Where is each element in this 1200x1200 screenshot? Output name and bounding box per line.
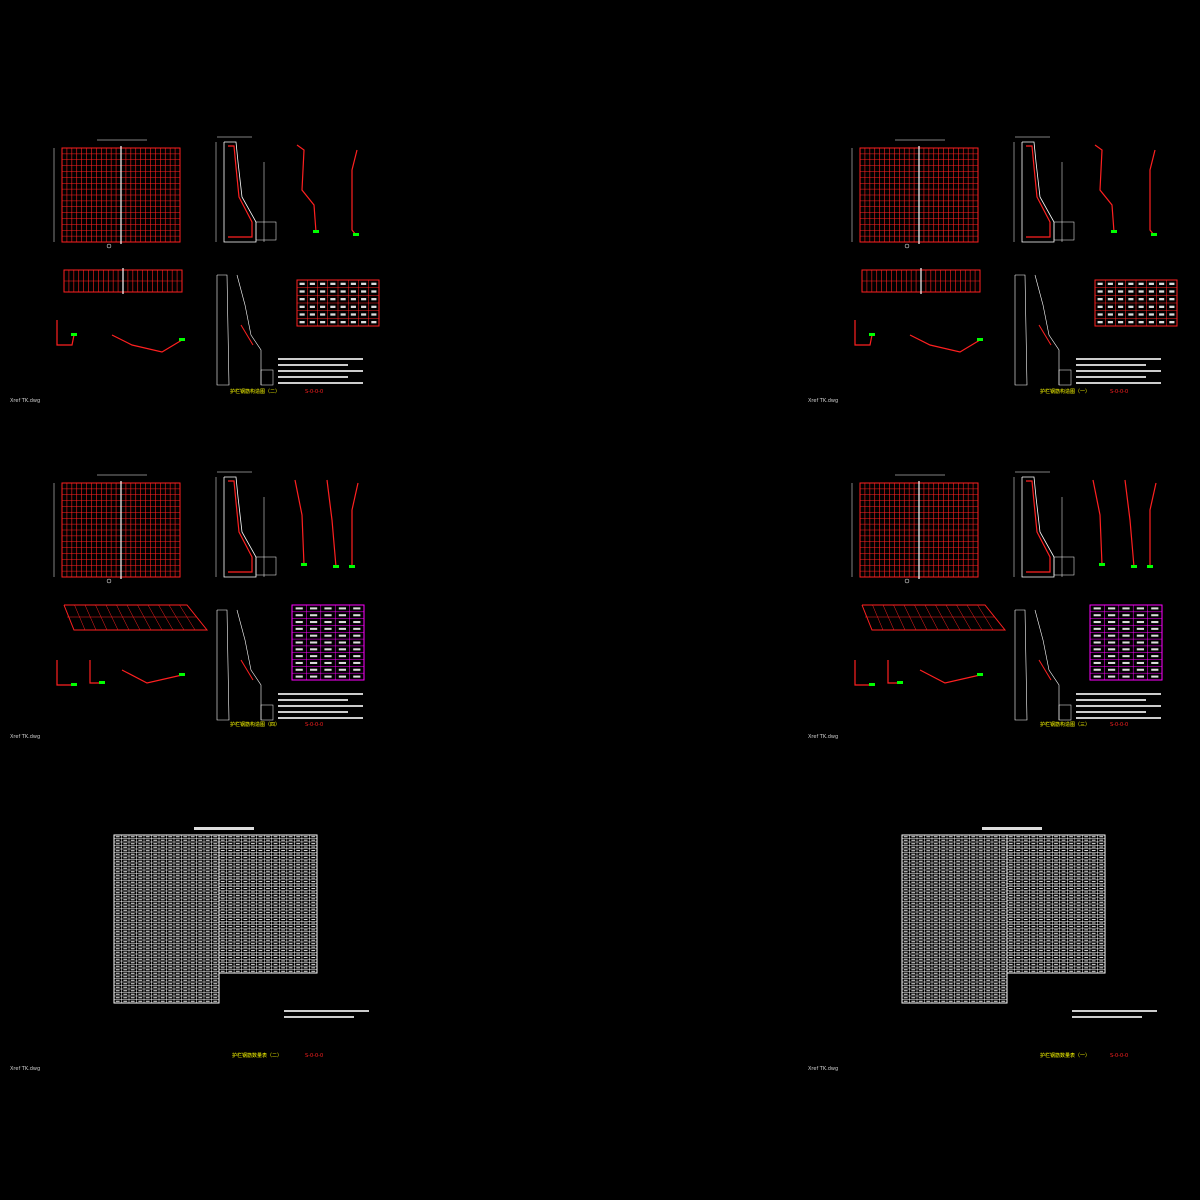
rebar-detail-n6: [919, 669, 981, 684]
sheet-3: [53, 471, 365, 721]
rebar-detail-n4: [111, 334, 183, 353]
sheet-1-drawing-no: S-0-0-0: [305, 389, 324, 395]
sheet-1-title: 护栏钢筋构造图（二）: [230, 389, 281, 395]
barrier-section: [223, 476, 257, 578]
general-notes: [1076, 693, 1161, 719]
sheet-5-filename: Xref TK.dwg: [10, 1066, 41, 1072]
general-notes: [278, 693, 363, 719]
plan-skew: [63, 604, 209, 631]
sheet-6-filename: Xref TK.dwg: [808, 1066, 839, 1072]
rebar-detail-n3: [56, 320, 75, 346]
rebar-detail-n5: [89, 660, 102, 684]
rebar-detail-n4: [909, 334, 981, 353]
rebar-detail-n4: [854, 660, 872, 686]
rebar-detail-n3: [854, 320, 873, 346]
sheet-6-title: 护栏钢筋数量表（一）: [1040, 1053, 1091, 1059]
quantity-notes: [284, 1010, 369, 1018]
sheet-2-title: 护栏钢筋构造图（一）: [1040, 389, 1091, 395]
sheet-3-title: 护栏钢筋构造图（四）: [230, 722, 281, 728]
barrier-section-2: [1014, 609, 1028, 721]
barrier-section: [1021, 476, 1055, 578]
plan-skew: [861, 604, 1007, 631]
sheet-6: [901, 827, 1157, 1018]
rebar-detail-n2: [1149, 149, 1156, 236]
rebar-detail-n3: [1149, 482, 1157, 567]
barrier-section-2: [1014, 274, 1028, 386]
rebar-detail-n1: [1092, 479, 1103, 566]
sheet-2-filename: Xref TK.dwg: [808, 398, 839, 404]
sheet-2-drawing-no: S-0-0-0: [1110, 389, 1129, 395]
sheet-4: [851, 471, 1163, 721]
general-notes: [1076, 358, 1161, 384]
rebar-detail-n1: [1094, 144, 1115, 233]
barrier-section: [1021, 141, 1055, 243]
sheet-4-filename: Xref TK.dwg: [808, 734, 839, 740]
barrier-section: [223, 141, 257, 243]
general-notes: [278, 358, 363, 384]
rebar-quantity-table-right: [1006, 834, 1106, 974]
sheet-3-drawing-no: S-0-0-0: [305, 722, 324, 728]
rebar-detail-n5: [887, 660, 900, 684]
rebar-quantity-table-left: [113, 834, 220, 1004]
sheet-4-drawing-no: S-0-0-0: [1110, 722, 1129, 728]
quantity-table: [291, 604, 365, 681]
rebar-detail-n2: [351, 149, 358, 236]
sheet-3-filename: Xref TK.dwg: [10, 734, 41, 740]
rebar-detail-n6: [121, 669, 183, 684]
barrier-section-2: [216, 274, 230, 386]
sheet-4-title: 护栏钢筋构造图（三）: [1040, 722, 1091, 728]
sheet-2: [851, 136, 1178, 386]
barrier-section-2: [216, 609, 230, 721]
rebar-detail-n4: [56, 660, 74, 686]
quantity-notes: [1072, 1010, 1157, 1018]
rebar-quantity-table-right: [218, 834, 318, 974]
sheet-5-drawing-no: S-0-0-0: [305, 1053, 324, 1059]
sheet-6-drawing-no: S-0-0-0: [1110, 1053, 1129, 1059]
rebar-detail-n2: [1124, 479, 1135, 568]
sheet-5: [113, 827, 369, 1018]
rebar-detail-n1: [294, 479, 305, 566]
rebar-detail-n3: [351, 482, 359, 567]
sheet-5-title: 护栏钢筋数量表（二）: [232, 1053, 283, 1059]
rebar-detail-n2: [326, 479, 337, 568]
rebar-detail-n1: [296, 144, 317, 233]
sheet-1-filename: Xref TK.dwg: [10, 398, 41, 404]
rebar-quantity-table-left: [901, 834, 1008, 1004]
quantity-table: [1089, 604, 1163, 681]
sheet-1: [53, 136, 380, 386]
